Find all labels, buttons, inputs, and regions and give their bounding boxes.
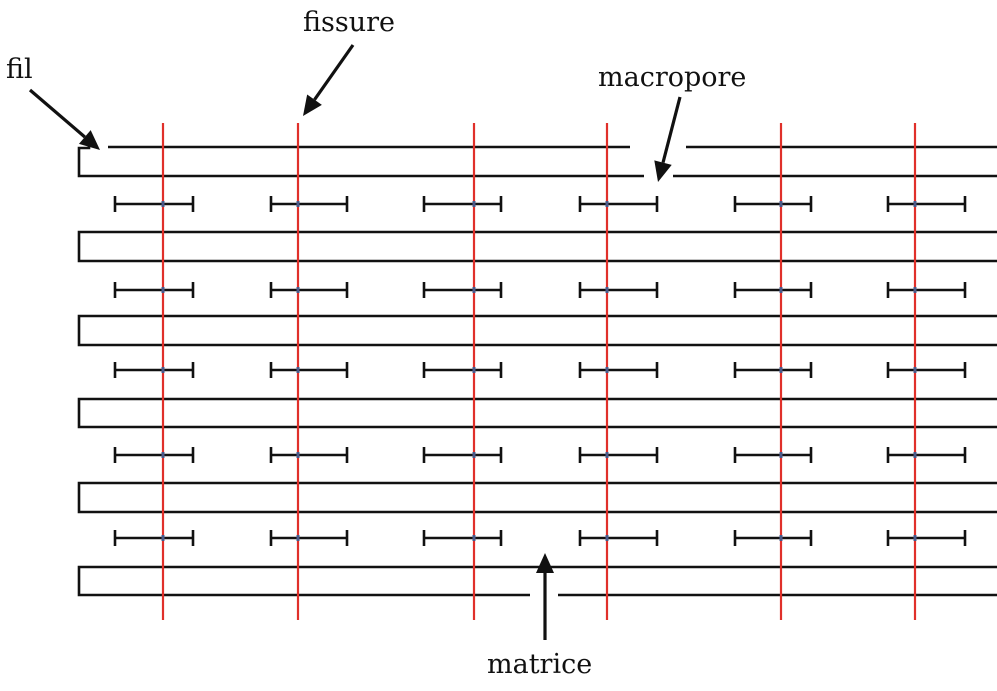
fissure-crossing [913, 367, 917, 373]
fissure-crossing [779, 201, 783, 207]
fissure-crossing [605, 287, 609, 293]
fissure-crossing [779, 287, 783, 293]
fissure-crossing [913, 452, 917, 458]
label-matrice: matrice [487, 649, 593, 680]
fissure-crossing [913, 535, 917, 541]
fissure-crossing [296, 287, 300, 293]
thread-fil [77, 141, 997, 597]
fissure-crossing [605, 367, 609, 373]
fissure-crossing [472, 535, 476, 541]
fissure-crossing [779, 452, 783, 458]
label-fil: fil [6, 54, 33, 85]
label-fissure: fissure [303, 7, 395, 38]
fissure-crossing [779, 535, 783, 541]
fissure-crossing [296, 367, 300, 373]
fissure-crossing [605, 452, 609, 458]
fissure-crossing [296, 535, 300, 541]
fissure-crossing [161, 367, 165, 373]
arrow-fissure [303, 44, 355, 116]
fissure-crossing [161, 452, 165, 458]
fissure-crossing [472, 452, 476, 458]
fissure-crossing [605, 201, 609, 207]
fissure-crossing [161, 535, 165, 541]
fissure-crossing [161, 201, 165, 207]
fissure-crossing [472, 287, 476, 293]
fissure-crossing [605, 535, 609, 541]
arrow-fil [28, 88, 100, 150]
arrow-matrice [536, 553, 554, 640]
fissure-crossing [913, 201, 917, 207]
fissure-crossing [472, 367, 476, 373]
fissure-crossing [913, 287, 917, 293]
fissure-crossing [296, 452, 300, 458]
fissure-crossing [161, 287, 165, 293]
label-macropore: macropore [598, 62, 747, 93]
arrow-macropore [654, 96, 682, 182]
fissure-crossing [779, 367, 783, 373]
fissure-crossing [296, 201, 300, 207]
fissure-crossing [472, 201, 476, 207]
